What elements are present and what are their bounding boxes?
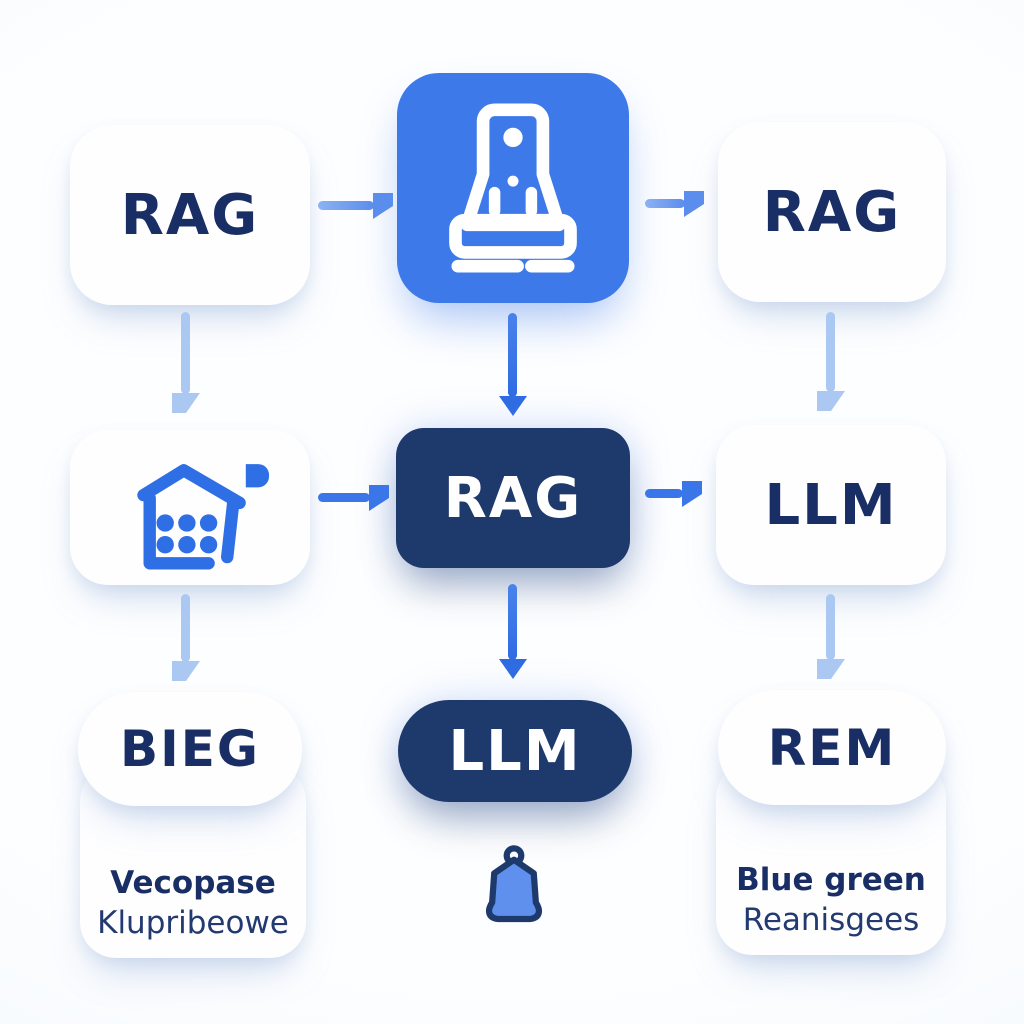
node-label: LLM [764,472,898,538]
node-top-left-rag: RAG [70,125,310,305]
node-label: RAG [443,465,583,531]
node-label: LLM [448,718,582,784]
node-top-center-scanner [397,73,629,303]
node-bottom-right-rem: REM [718,690,946,805]
caption-bold: Vecopase [110,865,276,901]
arrow-topleft-to-scanner [318,201,374,210]
arrow-warehouse-to-rag [318,493,370,502]
node-mid-left-warehouse [70,430,310,585]
scanner-dot [503,127,523,148]
arrow-topleft-to-midleft [181,312,190,394]
caption-bottom-left: Vecopase Klupribeowe [80,863,306,944]
caption-bold: Blue green [736,862,926,898]
node-top-right-rag: RAG [718,122,946,302]
scanner-small-dot [507,175,519,187]
scanner-lamp-icon [449,103,577,273]
node-label: RAG [762,179,902,245]
warehouse-database-icon [137,464,270,570]
arrow-scanner-to-midcenter [508,313,517,397]
node-label: RAG [120,182,260,248]
node-bottom-left-bieg: BIEG [78,692,302,806]
bell-icon [485,845,543,923]
node-mid-center-rag: RAG [396,428,630,568]
caption-regular: Klupribeowe [97,905,289,942]
node-label: BIEG [120,720,260,778]
node-mid-right-llm: LLM [716,425,946,585]
arrow-scanner-to-topright [645,199,685,208]
caption-bottom-right: Blue green Reanisgees [716,860,946,941]
arrow-midright-to-rem [826,594,835,660]
warehouse-flag [245,464,270,488]
caption-regular: Reanisgees [742,902,920,939]
arrow-rag-to-llm-pill [508,584,517,660]
arrow-topright-to-midright [826,312,835,392]
node-bottom-center-llm: LLM [398,700,632,802]
arrow-midleft-to-bieg [181,594,190,662]
arrow-rag-to-llm [645,489,683,498]
node-label: REM [767,718,897,777]
